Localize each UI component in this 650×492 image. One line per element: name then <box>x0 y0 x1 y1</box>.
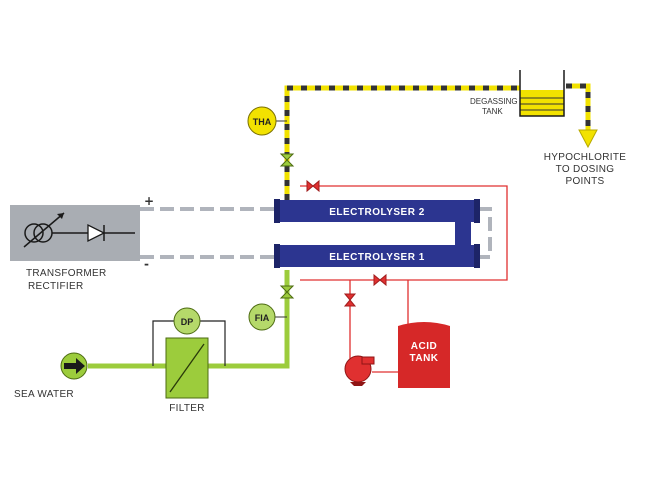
transformer-rectifier <box>10 205 140 261</box>
electrolyser-1-label: ELECTROLYSER 1 <box>329 252 425 263</box>
valve-icon <box>373 273 387 287</box>
filter <box>165 337 209 399</box>
variable-arrow-icon <box>23 212 65 248</box>
hypochlorite-label-line2: TO DOSING <box>556 164 615 175</box>
electrolyser-2: ELECTROLYSER 2 <box>274 199 480 223</box>
electrolyser-2-label: ELECTROLYSER 2 <box>329 207 425 218</box>
acid-tank: ACID TANK <box>398 322 450 388</box>
filter-element-icon <box>169 343 205 393</box>
transformer-coil-icon <box>24 223 44 243</box>
transformer-label-line2: RECTIFIER <box>28 281 83 292</box>
valve-icon <box>279 285 295 299</box>
positive-terminal-label: + <box>144 194 154 208</box>
tha-instrument: THA <box>247 106 277 136</box>
degassing-tank <box>519 70 565 117</box>
filter-label: FILTER <box>169 403 205 414</box>
fia-instrument: FIA <box>248 303 276 331</box>
electrolyser-busbar <box>478 207 492 259</box>
outlet-arrow-icon <box>578 129 598 149</box>
dp-instrument: DP <box>173 307 201 335</box>
pump-icon <box>344 355 375 386</box>
transformer-label-line1: TRANSFORMER <box>26 268 107 279</box>
acid-tank-label-line2: TANK <box>409 353 438 364</box>
hypochlorite-label-line3: POINTS <box>565 176 604 187</box>
valve-icon <box>306 179 320 193</box>
tha-label: THA <box>253 117 272 127</box>
acid-tank-label-line1: ACID <box>411 341 437 352</box>
hypochlorite-label-line1: HYPOCHLORITE <box>544 152 627 163</box>
sea-water-inlet-icon <box>60 352 88 380</box>
degassing-label-line1: DEGASSING <box>470 97 518 106</box>
arrow-right-icon <box>64 358 85 374</box>
dp-label: DP <box>181 317 194 327</box>
electrolyser-interconnect <box>455 222 471 245</box>
valve-icon <box>343 293 357 307</box>
degassing-label-line2: TANK <box>482 107 503 116</box>
valve-icon <box>279 153 295 167</box>
diode-icon <box>87 223 106 243</box>
acid-return-line <box>300 185 508 281</box>
sea-water-label: SEA WATER <box>14 389 74 400</box>
dc-power-lines <box>140 207 492 259</box>
electrolyser-1: ELECTROLYSER 1 <box>274 244 480 268</box>
negative-terminal-label: - <box>144 257 149 271</box>
fia-label: FIA <box>255 313 270 323</box>
